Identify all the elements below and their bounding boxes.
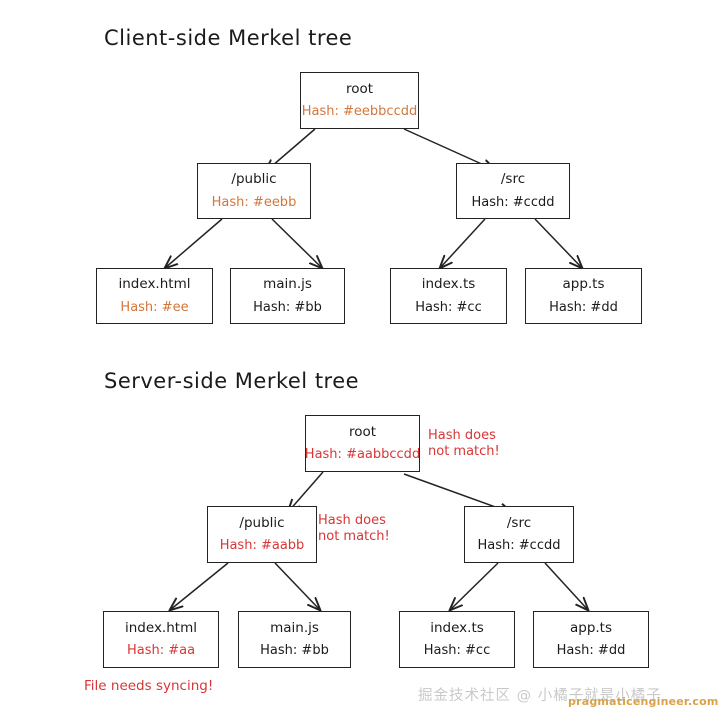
annotation-root-hash-mismatch: Hash does not match! (428, 428, 500, 460)
client-node-src: /src Hash: #ccdd (456, 163, 570, 219)
server-node-index-html: index.html Hash: #aa (103, 611, 219, 668)
client-node-root: root Hash: #eebbccdd (300, 72, 419, 129)
server-node-root: root Hash: #aabbccdd (305, 415, 420, 472)
node-label: root (345, 80, 374, 97)
node-hash: Hash: #bb (253, 299, 322, 315)
node-hash: Hash: #aa (126, 643, 196, 659)
server-node-index-ts: index.ts Hash: #cc (399, 611, 515, 668)
server-node-public: /public Hash: #aabb (207, 506, 317, 563)
server-node-main-js: main.js Hash: #bb (238, 611, 351, 668)
node-hash: Hash: #dd (549, 299, 618, 315)
node-label: /public (231, 171, 277, 188)
node-hash: Hash: #eebbccdd (301, 104, 418, 120)
node-label: app.ts (569, 619, 613, 636)
client-node-index-html: index.html Hash: #ee (96, 268, 213, 324)
node-label: index.html (125, 619, 197, 636)
node-hash: Hash: #ee (120, 299, 189, 315)
node-label: index.ts (430, 619, 484, 636)
node-label: /public (239, 514, 285, 531)
node-hash: Hash: #aabbccdd (304, 447, 421, 463)
watermark-url: pragmaticengineer.com (568, 695, 719, 708)
server-node-src: /src Hash: #ccdd (464, 506, 574, 563)
node-label: main.js (270, 619, 319, 636)
server-node-app-ts: app.ts Hash: #dd (533, 611, 649, 668)
node-hash: Hash: #bb (260, 643, 329, 659)
watermark-text: 掘金技术社区 @ 小橘子就是小橘子 (418, 688, 662, 704)
node-hash: Hash: #cc (415, 299, 482, 315)
annotation-file-needs-syncing: File needs syncing! (84, 678, 214, 694)
node-hash: Hash: #aabb (219, 538, 305, 554)
node-label: index.ts (421, 276, 476, 293)
client-node-index-ts: index.ts Hash: #cc (390, 268, 507, 324)
annotation-public-hash-mismatch: Hash does not match! (318, 513, 390, 545)
client-section-title: Client-side Merkel tree (104, 26, 353, 50)
client-node-public: /public Hash: #eebb (197, 163, 311, 219)
node-label: /src (500, 171, 526, 188)
client-node-main-js: main.js Hash: #bb (230, 268, 345, 324)
node-label: main.js (263, 276, 312, 293)
node-hash: Hash: #dd (556, 643, 626, 659)
node-label: /src (506, 514, 532, 531)
node-hash: Hash: #ccdd (471, 194, 555, 210)
node-hash: Hash: #ccdd (477, 538, 561, 554)
node-label: index.html (118, 276, 191, 293)
node-label: root (348, 423, 377, 440)
client-node-app-ts: app.ts Hash: #dd (525, 268, 642, 324)
node-label: app.ts (562, 276, 605, 293)
node-hash: Hash: #cc (423, 643, 491, 659)
node-hash: Hash: #eebb (211, 194, 297, 210)
server-section-title: Server-side Merkel tree (104, 369, 360, 393)
